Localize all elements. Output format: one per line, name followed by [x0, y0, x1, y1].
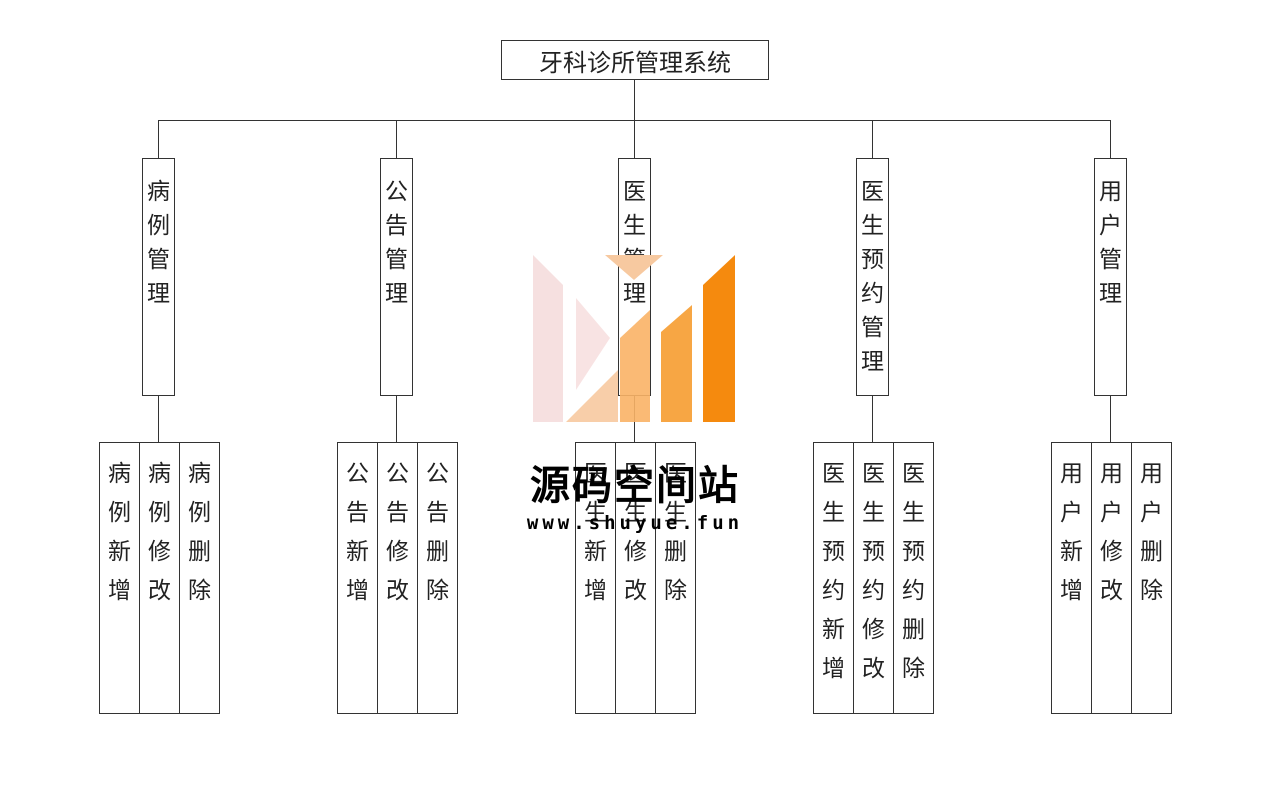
leaf-label: 用 户 新 增: [1060, 461, 1083, 604]
leaf-node: 医 生 预 约 新 增: [813, 442, 854, 714]
leaf-node: 用 户 新 增: [1051, 442, 1092, 714]
category-node-appointment: 医 生 预 约 管 理: [856, 158, 889, 396]
category-label: 病 例 管 理: [147, 179, 170, 307]
leaf-node: 医 生 修 改: [615, 442, 656, 714]
category-label: 医 生 管 理: [623, 179, 646, 307]
leaf-node: 医 生 预 约 删 除: [893, 442, 934, 714]
category-stem: [634, 396, 635, 442]
leaf-node: 医 生 预 约 修 改: [853, 442, 894, 714]
root-node: 牙科诊所管理系统: [501, 40, 769, 80]
category-node-user: 用 户 管 理: [1094, 158, 1127, 396]
category-drop: [158, 120, 159, 158]
leaf-label: 医 生 修 改: [624, 461, 647, 604]
leaf-label: 用 户 修 改: [1100, 461, 1123, 604]
leaf-node: 公 告 修 改: [377, 442, 418, 714]
leaf-node: 用 户 修 改: [1091, 442, 1132, 714]
leaf-label: 公 告 新 增: [346, 461, 369, 604]
category-stem: [396, 396, 397, 442]
leaf-node: 公 告 删 除: [417, 442, 458, 714]
category-drop: [634, 120, 635, 158]
leaf-label: 病 例 删 除: [188, 461, 211, 604]
leaf-node: 病 例 删 除: [179, 442, 220, 714]
leaf-label: 医 生 预 约 删 除: [902, 461, 925, 682]
category-stem: [1110, 396, 1111, 442]
category-drop: [396, 120, 397, 158]
leaf-label: 公 告 修 改: [386, 461, 409, 604]
leaf-node: 医 生 新 增: [575, 442, 616, 714]
leaf-label: 医 生 预 约 新 增: [822, 461, 845, 682]
category-stem: [158, 396, 159, 442]
category-node-notice: 公 告 管 理: [380, 158, 413, 396]
leaf-label: 医 生 新 增: [584, 461, 607, 604]
category-node-doctor: 医 生 管 理: [618, 158, 651, 396]
leaf-label: 用 户 删 除: [1140, 461, 1163, 604]
root-stem: [634, 80, 635, 120]
leaf-label: 医 生 删 除: [664, 461, 687, 604]
category-drop: [1110, 120, 1111, 158]
category-drop: [872, 120, 873, 158]
category-node-case: 病 例 管 理: [142, 158, 175, 396]
leaf-node: 医 生 删 除: [655, 442, 696, 714]
leaf-label: 病 例 新 增: [108, 461, 131, 604]
leaf-node: 病 例 修 改: [139, 442, 180, 714]
category-label: 用 户 管 理: [1099, 179, 1122, 307]
leaf-node: 用 户 删 除: [1131, 442, 1172, 714]
root-node-label: 牙科诊所管理系统: [539, 48, 731, 77]
leaf-label: 公 告 删 除: [426, 461, 449, 604]
category-label: 公 告 管 理: [385, 179, 408, 307]
category-label: 医 生 预 约 管 理: [861, 179, 884, 375]
leaf-node: 病 例 新 增: [99, 442, 140, 714]
leaf-node: 公 告 新 增: [337, 442, 378, 714]
leaf-label: 病 例 修 改: [148, 461, 171, 604]
leaf-label: 医 生 预 约 修 改: [862, 461, 885, 682]
category-stem: [872, 396, 873, 442]
